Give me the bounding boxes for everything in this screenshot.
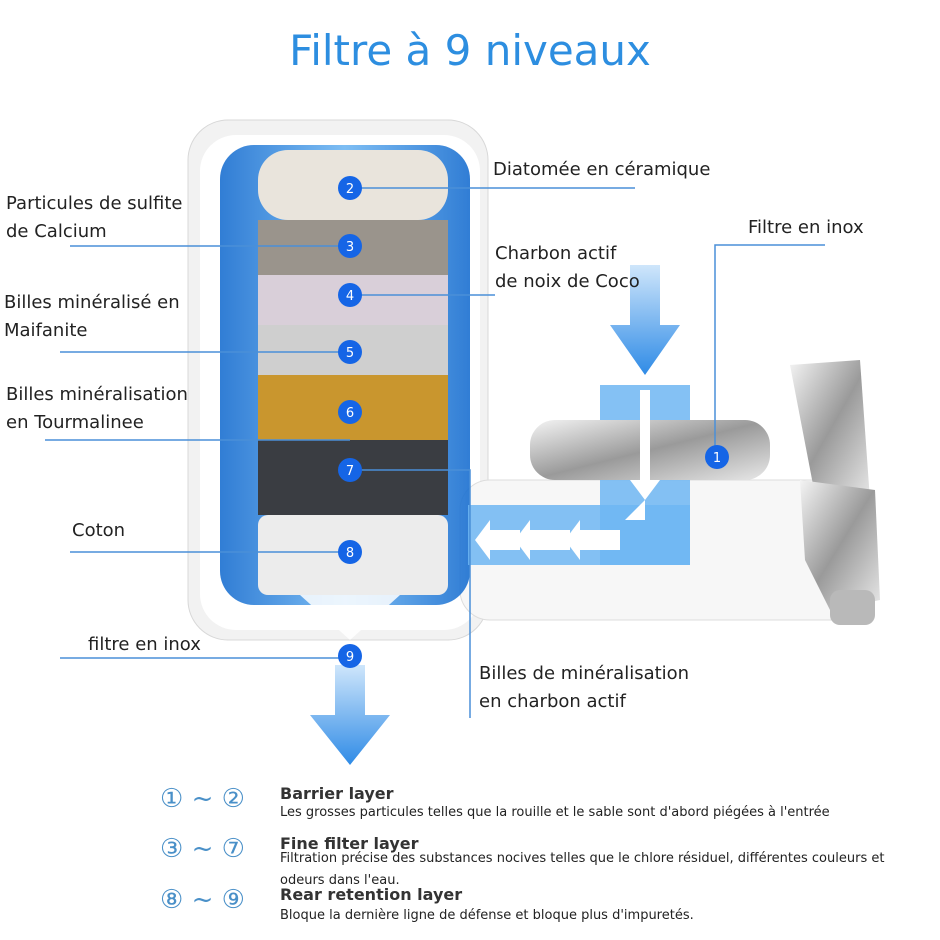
legend-desc: Filtration précise des substances nocive… [280, 851, 885, 888]
legend-title: Barrier layer [280, 784, 394, 803]
leader-lines [45, 187, 825, 718]
svg-text:7: 7 [346, 464, 354, 479]
svg-text:8: 8 [346, 546, 354, 561]
badge-4: 4 [338, 283, 362, 307]
badge-5: 5 [338, 340, 362, 364]
svg-text:4: 4 [346, 289, 354, 304]
filter-diagram: 1 2 3 4 5 6 7 8 9 [45, 119, 880, 765]
channel-arrow-left-1 [565, 520, 620, 560]
channel-arrow-down [630, 390, 660, 500]
legend-title: Rear retention layer [280, 885, 463, 904]
legend-row-retention: ⑧ ~ ⑨ Rear retention layer Bloque la der… [160, 885, 920, 930]
channel-arrow-left-2 [515, 520, 570, 560]
svg-text:6: 6 [346, 406, 354, 421]
legend-numbers: ③ ~ ⑦ [160, 834, 245, 864]
label-sulfite: Particules de sulfite de Calcium [6, 193, 183, 242]
legend-row-barrier: ① ~ ② Barrier layer Les grosses particul… [160, 784, 920, 824]
legend-row-fine: ③ ~ ⑦ Fine filter layer Filtration préci… [160, 834, 920, 894]
legend-desc: Bloque la dernière ligne de défense et b… [280, 908, 694, 923]
badge-8: 8 [338, 540, 362, 564]
badge-9: 9 [338, 644, 362, 668]
outflow-arrow [310, 665, 390, 765]
badge-7: 7 [338, 458, 362, 482]
filter-cartridge [258, 150, 448, 640]
label-billes-charbon: Billes de minéralisation en charbon acti… [479, 663, 690, 712]
svg-text:9: 9 [346, 650, 354, 665]
label-charbon-coco: Charbon actif de noix de Coco [495, 243, 640, 292]
label-filtre-inox-bottom: filtre en inox [88, 634, 201, 655]
svg-text:3: 3 [346, 240, 354, 255]
legend-title: Fine filter layer [280, 834, 419, 853]
number-badges: 1 2 3 4 5 6 7 8 9 [338, 176, 729, 668]
label-diatomee: Diatomée en céramique [493, 159, 711, 180]
legend-desc: Les grosses particules telles que la rou… [280, 805, 830, 820]
badge-1: 1 [705, 445, 729, 469]
channel-arrow-left-3 [475, 520, 520, 560]
flow-arrows [310, 265, 680, 765]
inflow-arrow [610, 265, 680, 375]
svg-text:5: 5 [346, 346, 354, 361]
badge-3: 3 [338, 234, 362, 258]
label-tourmaline: Billes minéralisation en Tourmalinee [6, 384, 188, 433]
label-maifanite: Billes minéralisé en Maifanite [4, 292, 180, 341]
badge-2: 2 [338, 176, 362, 200]
legend-numbers: ① ~ ② [160, 784, 245, 814]
svg-text:2: 2 [346, 182, 354, 197]
page-title: Filtre à 9 niveaux [289, 26, 651, 75]
legend-numbers: ⑧ ~ ⑨ [160, 885, 245, 915]
label-filtre-inox-top: Filtre en inox [748, 217, 864, 238]
badge-6: 6 [338, 400, 362, 424]
svg-text:1: 1 [713, 451, 721, 466]
label-coton: Coton [72, 520, 126, 541]
